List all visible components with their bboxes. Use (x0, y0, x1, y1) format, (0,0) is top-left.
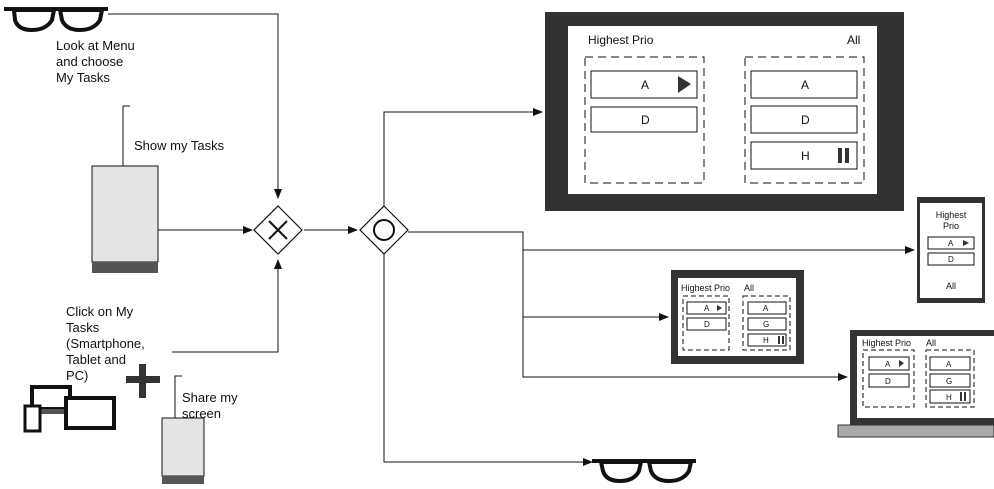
document-icon (92, 166, 158, 273)
laptop-right-a: A (946, 360, 952, 369)
laptop-left-a: A (885, 360, 891, 369)
tablet-right-a: A (763, 304, 769, 313)
click-tasks-label-2: Tasks (66, 320, 100, 335)
tablet-screen: Highest Prio All A D A G H (671, 270, 804, 364)
tablet-right-g: G (763, 320, 769, 329)
list-item[interactable]: D (751, 106, 857, 133)
phone-item-d: D (948, 255, 954, 264)
tablet-left-d: D (704, 320, 710, 329)
glasses-icon (4, 9, 108, 30)
list-item-label: D (641, 113, 650, 127)
look-menu-label-2: and choose (56, 54, 123, 69)
list-item[interactable]: A (591, 71, 697, 98)
share-screen-label-1: Share my (182, 390, 238, 405)
laptop-base (838, 425, 994, 437)
click-tasks-label-4: Tablet and (66, 352, 126, 367)
laptop-left-d: D (885, 377, 891, 386)
laptop-header-left: Highest Prio (862, 338, 911, 348)
list-item-label: H (801, 149, 810, 163)
click-tasks-label-5: PC) (66, 368, 88, 383)
inclusive-gateway-icon (360, 206, 408, 254)
show-tasks-label: Show my Tasks (134, 138, 225, 153)
phone-footer: All (946, 281, 956, 291)
glasses-icon (592, 461, 696, 481)
laptop-header-right: All (926, 338, 936, 348)
plus-icon (126, 364, 160, 398)
big-header-left: Highest Prio (588, 33, 654, 47)
phone-screen: Highest Prio A D All (917, 197, 985, 303)
phone-header-1: Highest (936, 210, 967, 220)
list-item-label: A (641, 78, 649, 92)
laptop-right-g: G (946, 377, 952, 386)
phone-header-2: Prio (943, 221, 959, 231)
click-tasks-label-3: (Smartphone, (66, 336, 145, 351)
list-item-label: D (801, 113, 810, 127)
tablet-header-left: Highest Prio (681, 283, 730, 293)
list-item[interactable]: A (751, 71, 857, 98)
list-item-label: A (801, 78, 809, 92)
laptop-right-h: H (946, 393, 952, 402)
laptop-screen: Highest Prio All A D A G H (850, 330, 994, 425)
look-menu-label-3: My Tasks (56, 70, 110, 85)
click-tasks-label-1: Click on My (66, 304, 134, 319)
tablet-left-a: A (704, 304, 710, 313)
list-item[interactable]: D (591, 107, 697, 132)
look-menu-label-1: Look at Menu (56, 38, 135, 53)
tablet-right-h: H (763, 336, 769, 345)
big-header-right: All (847, 33, 860, 47)
list-item[interactable]: H (751, 142, 857, 169)
big-screen: Highest Prio All A D A D H (545, 12, 904, 211)
exclusive-gateway-icon (254, 206, 302, 254)
document-icon (162, 418, 204, 484)
tablet-header-right: All (744, 283, 754, 293)
devices-icon (25, 387, 114, 431)
phone-item-a: A (948, 239, 954, 248)
